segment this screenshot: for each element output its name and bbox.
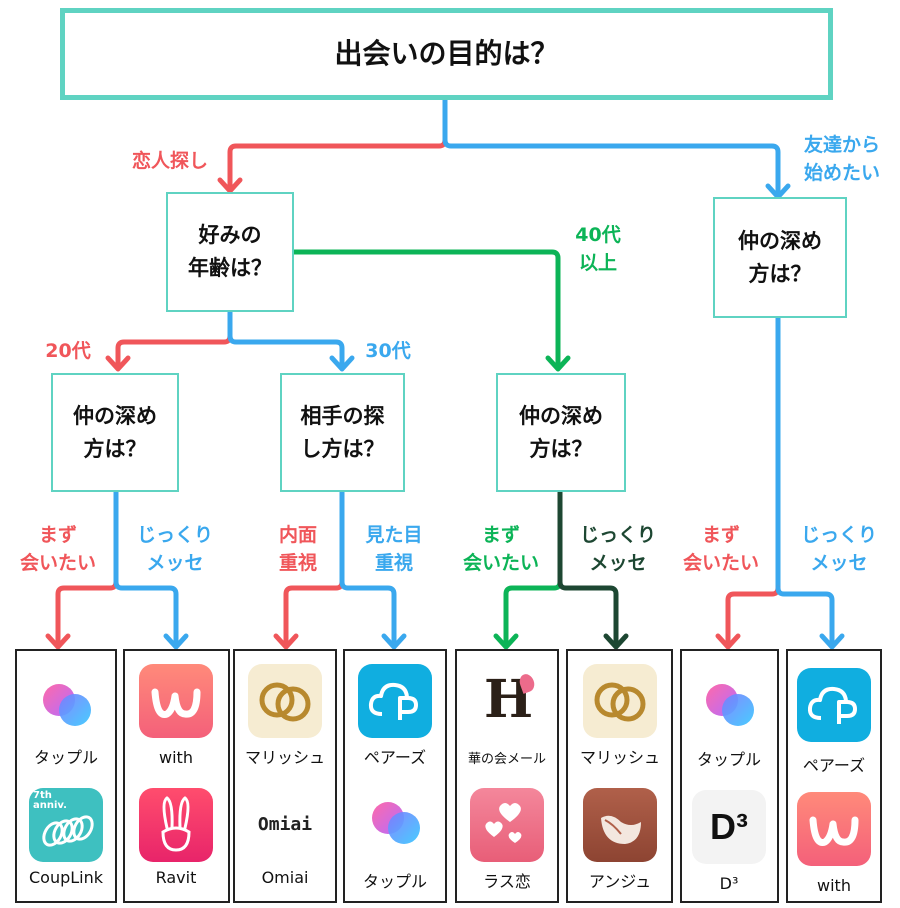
root-question: 出会いの目的は？ [60, 8, 833, 100]
label-friends: 友達から 始めたい [803, 134, 880, 184]
app-ravit[interactable]: Ravit [121, 788, 231, 887]
label-friends-meet: まず 会いたい [682, 524, 759, 574]
app-tapple[interactable]: タップル [11, 664, 121, 768]
badge: 7th anniv. [33, 790, 67, 811]
arrowhead [381, 633, 407, 650]
app-with[interactable]: with [121, 664, 231, 767]
marrish-icon [248, 664, 322, 738]
label-age-20: 20代 [45, 340, 91, 362]
label-40-meet: まず 会いたい [462, 524, 539, 574]
arrowhead [715, 633, 741, 650]
app-pairs[interactable]: ペアーズ [340, 664, 450, 768]
with-icon [797, 792, 871, 866]
connector-age-20 [115, 309, 233, 371]
app-name: ペアーズ [363, 748, 427, 767]
app-name: マリッシュ [244, 748, 325, 767]
connector-age-30 [227, 309, 345, 371]
with-icon [139, 664, 213, 738]
couplink-icon: 7th anniv. [29, 788, 103, 862]
app-omiai[interactable]: Omiai Omiai [230, 788, 340, 887]
couplink-rings [42, 815, 94, 847]
app-name: with [817, 876, 851, 895]
app-hananokai[interactable]: H 華の会メール [452, 664, 562, 767]
app-d3[interactable]: D³ D³ [674, 790, 784, 893]
app-name: マリッシュ [579, 748, 660, 767]
app-name: CoupLink [28, 868, 104, 887]
arrowhead [163, 633, 189, 650]
app-name: with [159, 748, 193, 767]
app-name: ラス恋 [483, 872, 531, 891]
connector-friends-message [775, 585, 835, 649]
label-lover: 恋人探し [131, 150, 208, 172]
app-pairs[interactable]: ペアーズ [779, 668, 889, 776]
arrowhead [45, 633, 71, 650]
omiai-icon: Omiai [248, 788, 322, 862]
arrowhead [493, 633, 519, 650]
omiai-logo: Omiai [257, 814, 313, 835]
arrowhead [545, 355, 571, 372]
app-tapple[interactable]: タップル [674, 664, 784, 770]
hananokai-icon: H [470, 664, 544, 738]
arrowhead [105, 355, 131, 372]
question-search-30: 相手の探 し方は？ [280, 373, 405, 492]
question-age: 好みの 年齢は？ [166, 192, 294, 312]
label-20-meet: まず 会いたい [19, 524, 96, 574]
label-20-message: じっくり メッセ [136, 524, 213, 574]
app-marrish[interactable]: マリッシュ [565, 664, 675, 768]
app-marrish[interactable]: マリッシュ [230, 664, 340, 768]
question-deepen-20: 仲の深め 方は？ [51, 373, 179, 492]
connector-20-message [113, 489, 179, 649]
label-40-message: じっくり メッセ [579, 524, 656, 574]
ange-icon [583, 788, 657, 862]
label-30-inner: 内面 重視 [278, 524, 317, 574]
question-deepen-friends: 仲の深め 方は？ [713, 197, 847, 318]
connector-root-lover [227, 97, 448, 193]
pairs-icon [358, 664, 432, 738]
label-age-40: 40代 以上 [575, 224, 621, 274]
arrowhead [273, 633, 299, 650]
connector-age-40 [289, 249, 561, 371]
app-name: タップル [696, 750, 761, 769]
app-name: Omiai [261, 868, 309, 887]
app-couplink[interactable]: 7th anniv. CoupLink [11, 788, 121, 887]
question-deepen-40: 仲の深め 方は？ [496, 373, 626, 492]
arrowhead [819, 633, 845, 650]
label-friends-message: じっくり メッセ [800, 524, 877, 574]
app-rasukoi[interactable]: ラス恋 [452, 788, 562, 892]
app-ange[interactable]: アンジュ [565, 788, 675, 892]
rasukoi-icon [470, 788, 544, 862]
pairs-icon [797, 668, 871, 742]
arrowhead [329, 355, 355, 372]
app-name: タップル [362, 872, 427, 891]
tapple-icon [692, 664, 766, 738]
app-name: Ravit [155, 868, 197, 887]
connector-root-friends [442, 97, 781, 199]
app-name: D³ [719, 874, 739, 893]
app-name: ペアーズ [802, 756, 866, 775]
connector-30-looks [339, 489, 397, 649]
d3-logo: D³ [710, 806, 748, 847]
arrowhead [217, 177, 243, 194]
label-30-looks: 見た目 重視 [365, 524, 423, 574]
label-age-30: 30代 [365, 340, 411, 362]
arrowhead [603, 633, 629, 650]
app-name: 華の会メール [467, 752, 546, 767]
app-with[interactable]: with [779, 792, 889, 895]
tapple-icon [29, 664, 103, 738]
marrish-icon [583, 664, 657, 738]
app-name: タップル [33, 748, 98, 767]
tapple-icon [358, 788, 432, 862]
ravit-icon [139, 788, 213, 862]
app-tapple[interactable]: タップル [340, 788, 450, 892]
connector-40-message [557, 489, 619, 649]
app-name: アンジュ [588, 872, 652, 891]
d3-icon: D³ [692, 790, 766, 864]
